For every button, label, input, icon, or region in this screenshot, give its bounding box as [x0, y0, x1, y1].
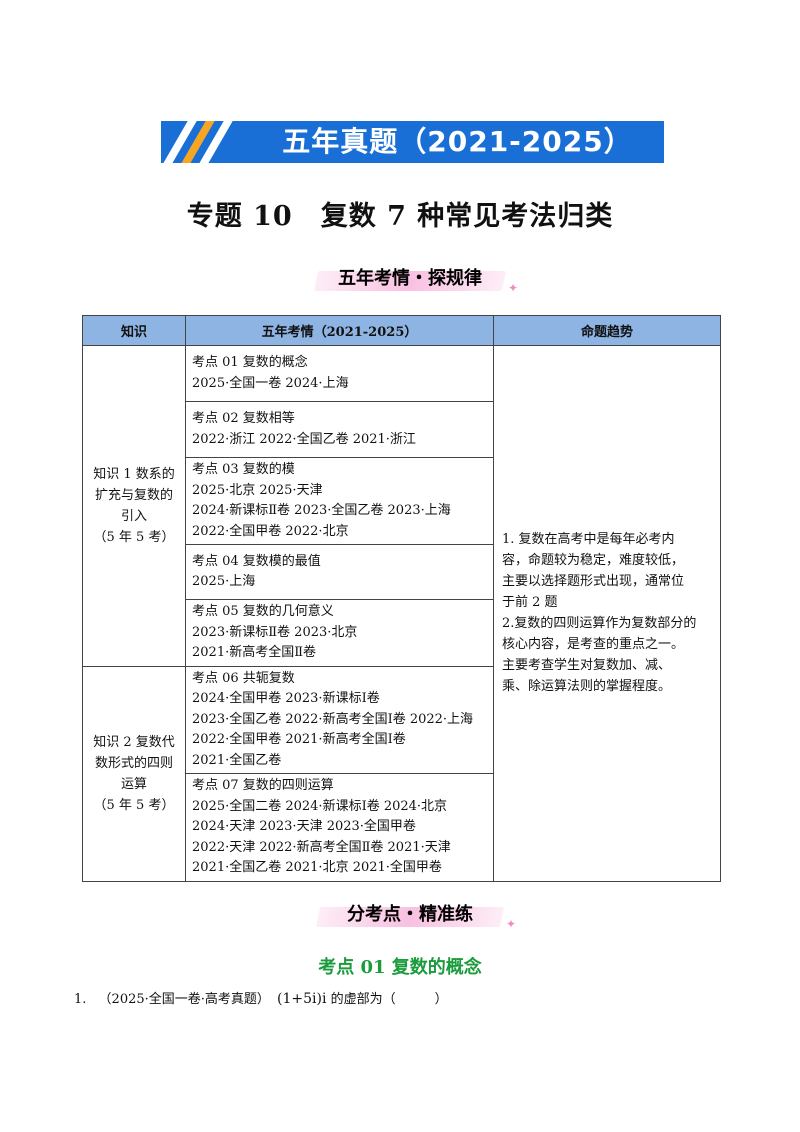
sparkle-icon: ✦: [505, 917, 516, 931]
table-header-row: 知识 五年考情（2021-2025） 命题趋势: [82, 315, 721, 346]
exam-summary-table: 知识 五年考情（2021-2025） 命题趋势 知识 1 数系的扩充与复数的引入…: [82, 315, 721, 882]
sparkle-icon: ✦: [507, 281, 518, 295]
section-ribbon-practice: 分考点・精准练 ✦: [315, 898, 516, 932]
header-trend: 命题趋势: [493, 315, 721, 346]
trend-cell: 1. 复数在高考中是每年必考内容，命题较为稳定，难度较低，主要以选择题形式出现，…: [493, 345, 721, 882]
section-ribbon-trends: 五年考情・探规律 ✦: [313, 262, 518, 296]
banner-title: 五年真题（2021-2025）: [282, 125, 633, 158]
question-source: （2025·全国一卷·高考真题）: [98, 992, 270, 1007]
knowledge-cell-1: 知识 1 数系的扩充与复数的引入（5 年 5 考）: [82, 345, 186, 667]
page-title: 专题 10 复数 7 种常见考法归类: [186, 201, 614, 232]
question-1: 1. （2025·全国一卷·高考真题） (1+5i)i 的虚部为（ ）: [74, 988, 448, 1007]
section-title: 五年考情・探规律: [338, 268, 482, 289]
header-exams: 五年考情（2021-2025）: [185, 315, 494, 346]
subsection-title: 考点 01 复数的概念: [318, 957, 482, 978]
question-formula: (1+5i)i: [277, 991, 327, 1007]
question-number: 1.: [74, 992, 87, 1007]
knowledge-cell-2: 知识 2 复数代数形式的四则运算（5 年 5 考）: [82, 665, 186, 882]
title-banner: 五年真题（2021-2025）: [161, 121, 664, 163]
question-text: 的虚部为（ ）: [330, 992, 448, 1007]
section-title: 分考点・精准练: [347, 904, 473, 925]
header-knowledge: 知识: [82, 315, 186, 346]
